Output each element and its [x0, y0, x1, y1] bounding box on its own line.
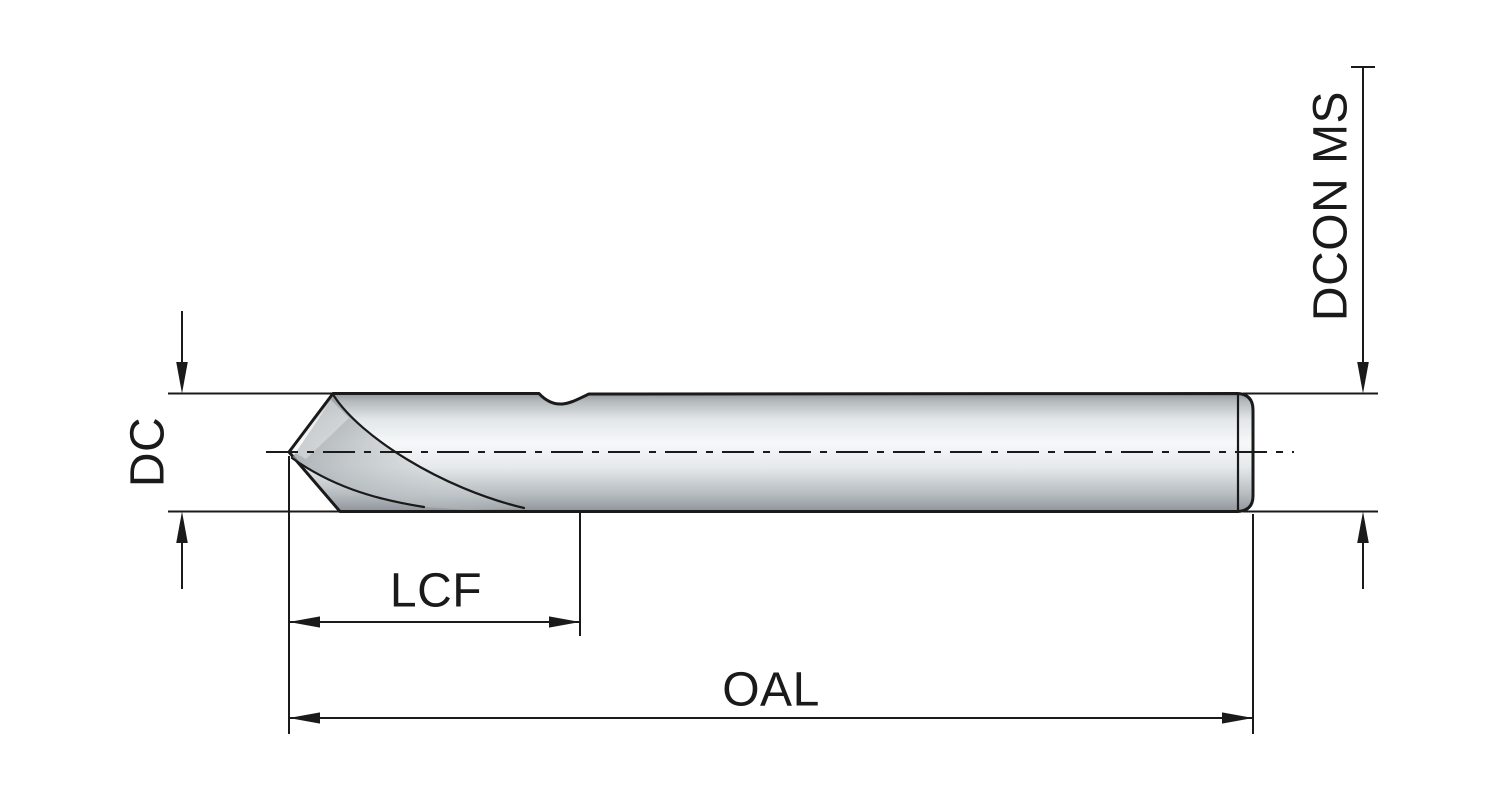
- dc-arrow-down-icon: [176, 362, 188, 394]
- dimension-dcon-ms: DCON MS: [1243, 66, 1378, 589]
- dimension-lcf: LCF: [289, 512, 581, 636]
- dc-label: DC: [122, 417, 175, 487]
- oal-arrow-right-icon: [1222, 712, 1253, 724]
- drill: [266, 392, 1294, 513]
- oal-arrow-left-icon: [289, 712, 320, 724]
- oal-label: OAL: [722, 664, 820, 717]
- dcon-ms-label: DCON MS: [1305, 91, 1358, 321]
- dcon-arrow-up-icon: [1357, 511, 1369, 543]
- dc-arrow-up-icon: [176, 511, 188, 543]
- dcon-arrow-down-icon: [1357, 362, 1369, 394]
- flute-helix-line-2: [290, 456, 426, 509]
- flute-helix-line-1: [332, 394, 526, 510]
- dimension-oal: OAL: [288, 456, 1254, 734]
- lcf-label: LCF: [390, 565, 482, 618]
- dimension-dc: DC: [122, 311, 340, 589]
- point-highlight: [293, 400, 349, 459]
- flute-face-shading: [292, 396, 524, 510]
- lcf-arrow-right-icon: [549, 616, 580, 628]
- lcf-arrow-left-icon: [289, 616, 320, 628]
